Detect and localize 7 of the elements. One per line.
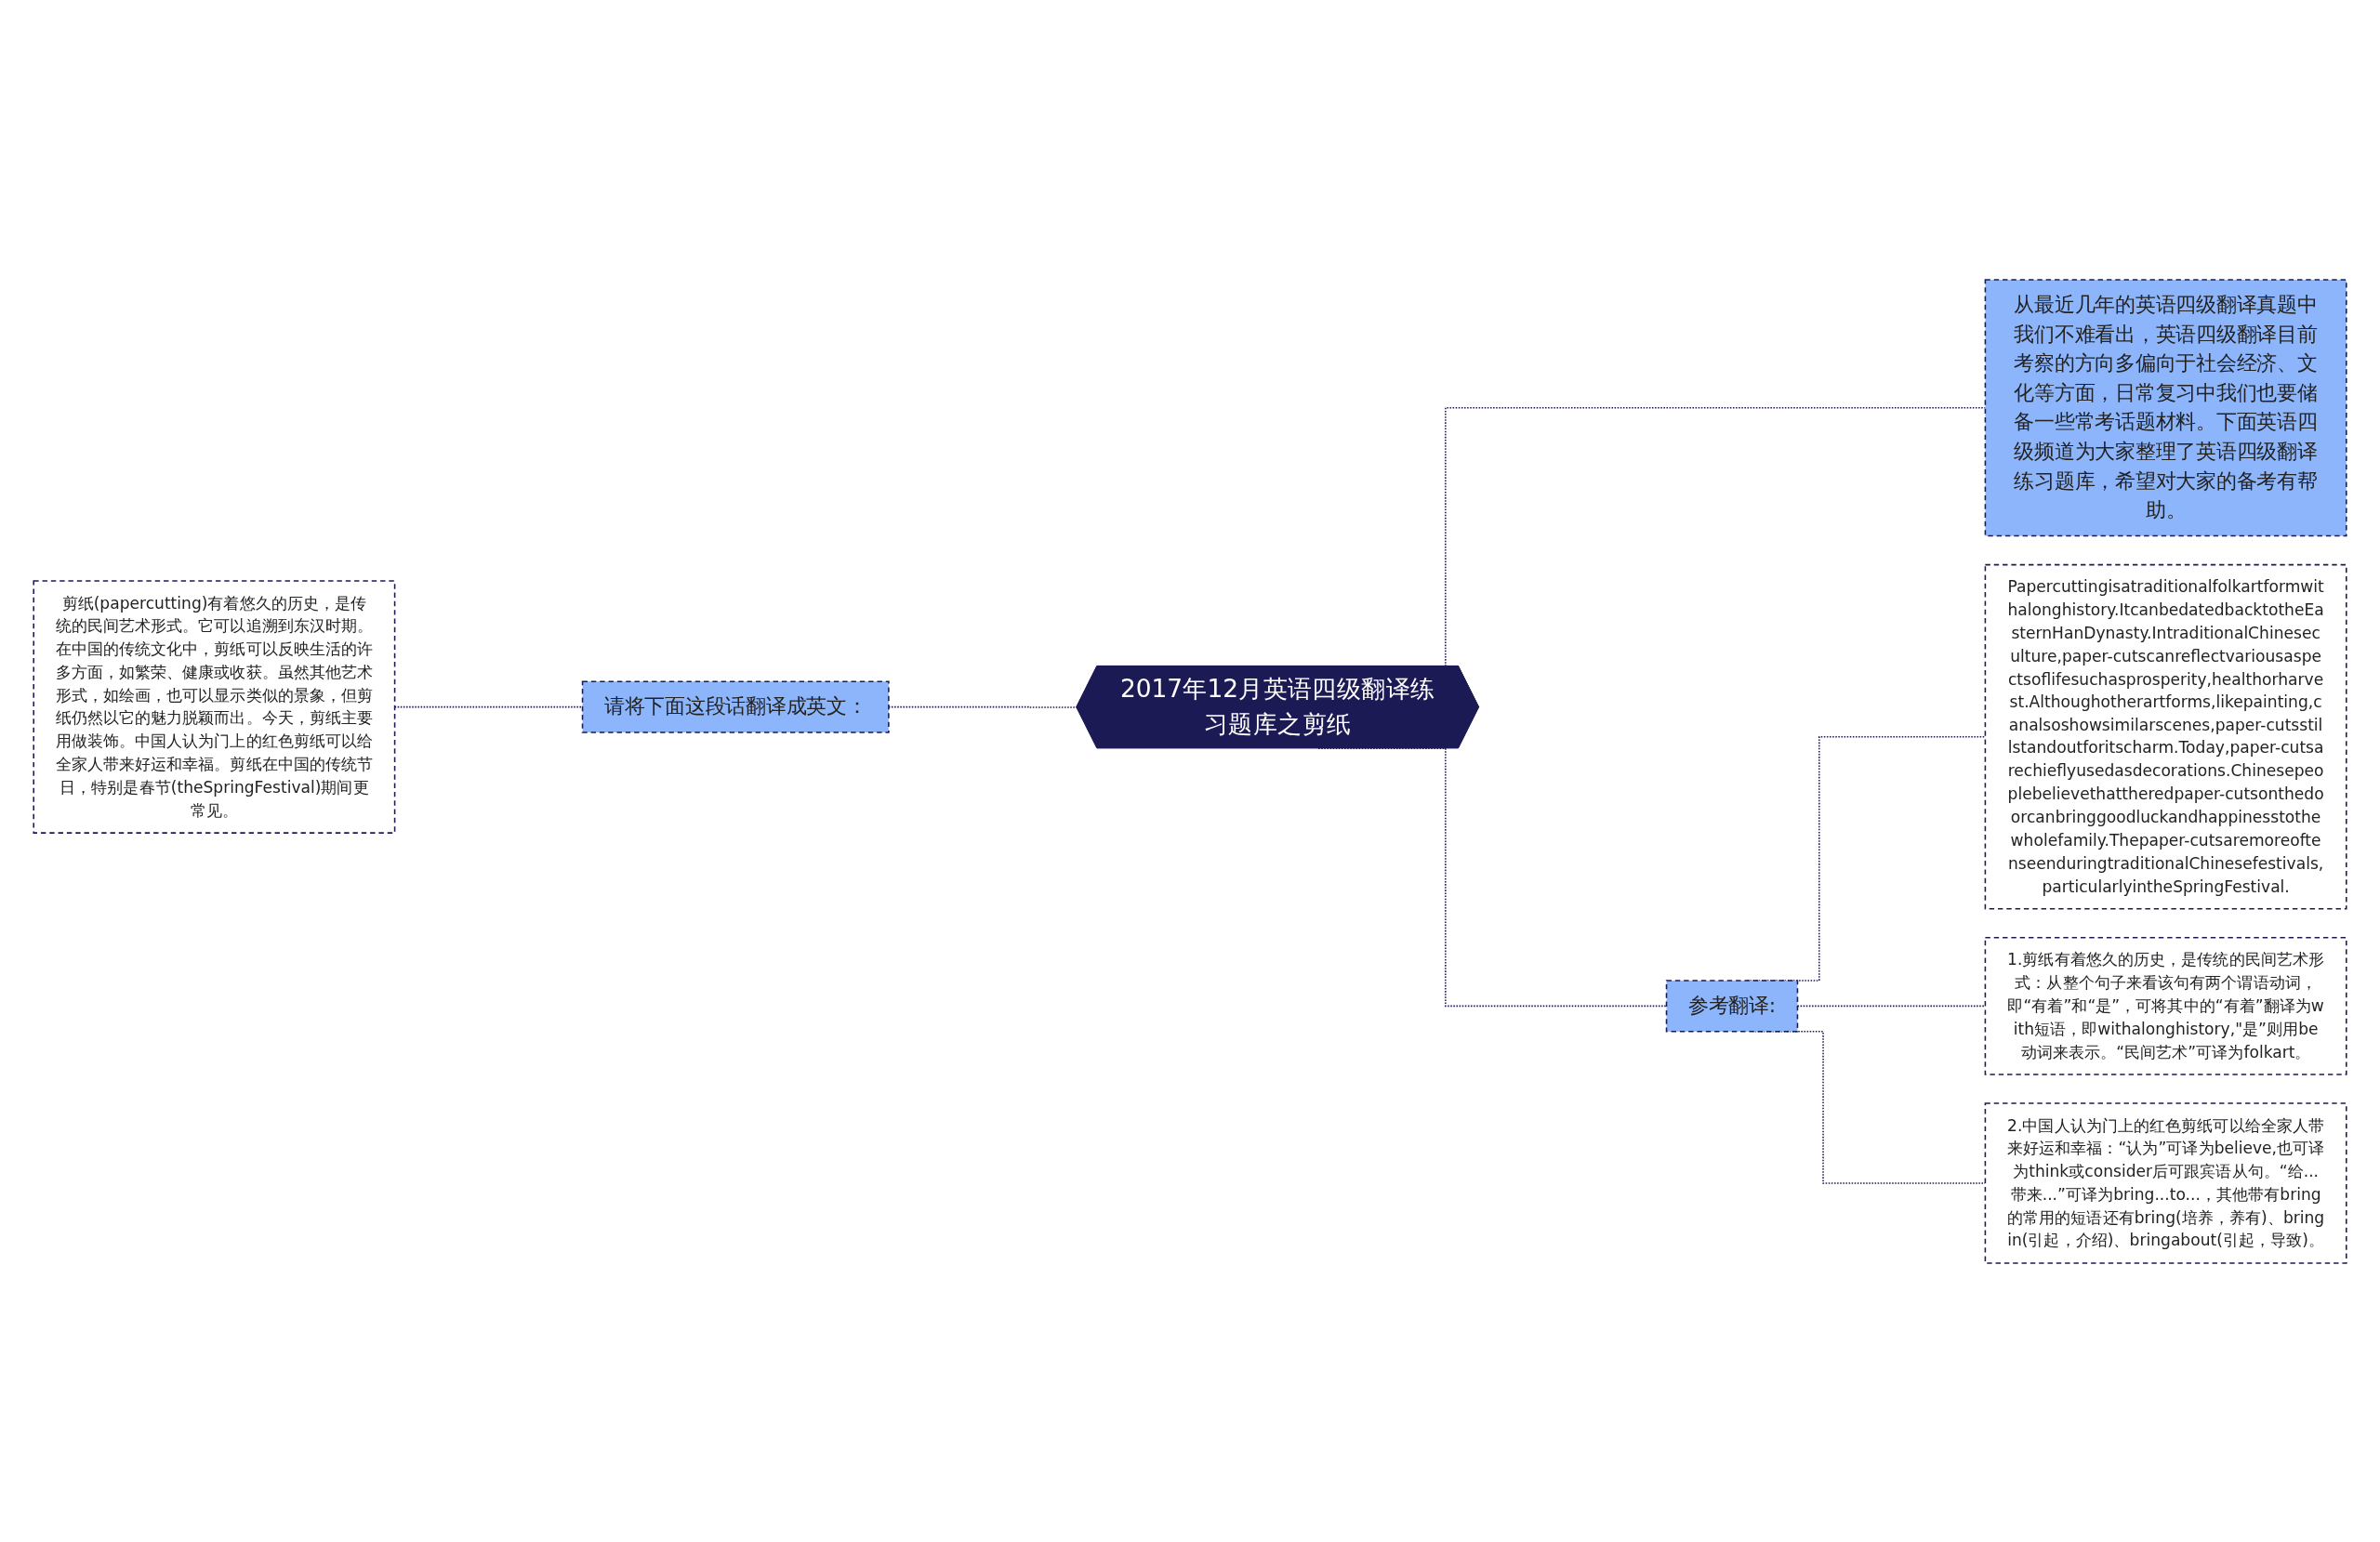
node-box: 请将下面这段话翻译成英文： [581, 679, 890, 733]
node-box: 1.剪纸有着悠久的历史，是传统的民间艺术形式：从整个句子来看该句有两个谓语动词，即“有着”和“是”，可将其中的“有着”翻译为with短语，即withalonghistory,"是”则用be动词来表示。“民间艺术”可译为folkart。 [1984, 936, 2347, 1075]
node-box: 2.中国人认为门上的红色剪纸可以给全家人带来好运和幸福：“认为”可译为believe,也可译为think或consider后可跟宾语从句。“给...带来...”可译为bring...to...，其他带有bring的常用的短语还有bring(培养，养有)、bringin(引起，介绍)、bringabout(引起，导致)。 [1984, 1101, 2347, 1264]
node-box: 从最近几年的英语四级翻译真题中我们不难看出，英语四级翻译目前考察的方向多偏向于社会经济、文化等方面，日常复习中我们也要储备一些常考话题材料。下面英语四级频道为大家整理了英语四级翻译练习题库，希望对大家的备考有帮助。 [1984, 278, 2347, 536]
node-box: Papercuttingisatraditionalfolkartformwithalonghistory.ItcanbedatedbacktotheEasternHanDynasty.IntraditionalChineseculture,paper-cutscanreflectvariousaspectsoflifesuchasprosperity,healthorharvest.Althoughotherartforms,likepainting,canalsoshowsimilarscenes,paper-cutsstillstandoutforitscharm.Today,paper-cutsarechieflyusedasdecorations.Chinesepeoplebelievethattheredpaper-cutsonthedoorcanbringgoodluckandhappinesstothewholefamily.Thepaper-cutsaremoreoftenseenduringtraditionalChinesefestivals,particularlyintheSpringFestival. [1984, 563, 2347, 910]
node-box: 剪纸(papercutting)有着悠久的历史，是传统的民间艺术形式。它可以追溯到东汉时期。在中国的传统文化中，剪纸可以反映生活的许多方面，如繁荣、健康或收获。虽然其他艺术形式，如绘画，也可以显示类似的景象，但剪纸仍然以它的魅力脱颖而出。今天，剪纸主要用做装饰。中国人认为门上的红色剪纸可以给全家人带来好运和幸福。剪纸在中国的传统节日，特别是春节(theSpringFestival)期间更常见。 [33, 579, 396, 834]
node-box: 参考翻译: [1665, 979, 1799, 1033]
